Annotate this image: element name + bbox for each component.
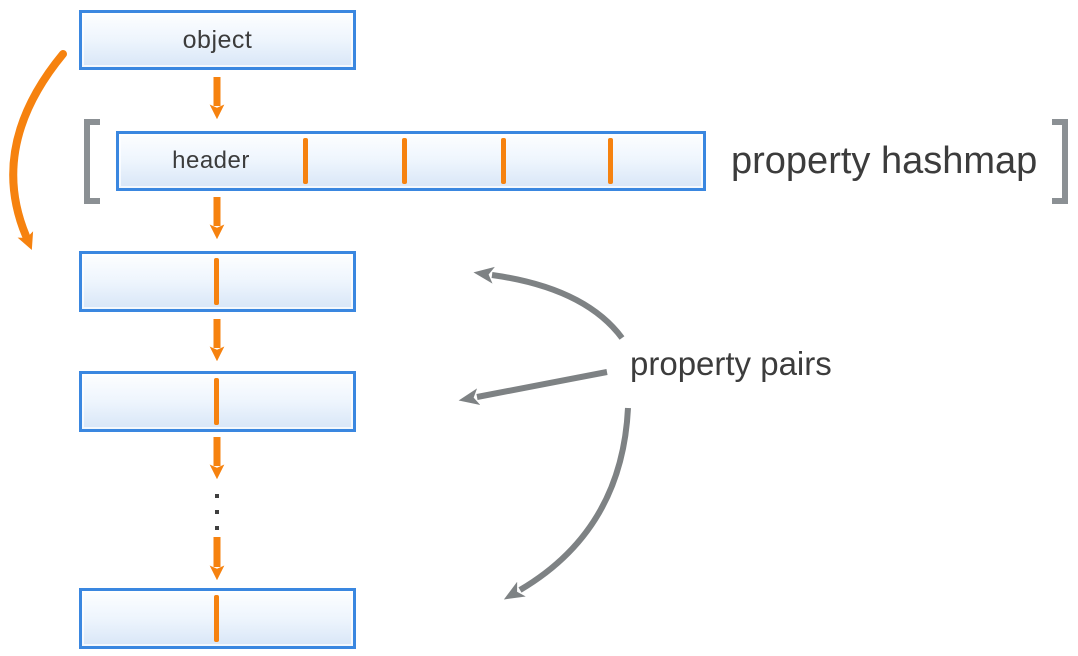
pairs-pointer-arrow-bottom	[503, 407, 631, 600]
pair-box-divider	[214, 258, 219, 305]
object-to-pairs-curved-arrow	[9, 50, 67, 250]
object-box: object	[79, 10, 356, 70]
property-pair-box	[79, 251, 356, 312]
hashmap-slot-divider	[303, 138, 308, 184]
hashmap-bracket-left	[84, 119, 100, 204]
pairs-pointer-arrow-top	[473, 266, 625, 340]
header-cell-label: header	[172, 147, 250, 174]
hashmap-caption: property hashmap	[731, 140, 1038, 182]
ellipsis-dots	[215, 494, 219, 530]
hashmap-bracket-right	[1052, 119, 1068, 204]
hashmap-slot-divider	[501, 138, 506, 184]
hashmap-slot-divider	[608, 138, 613, 184]
property-pair-box	[79, 588, 356, 649]
hashmap-header-box: header	[116, 131, 706, 191]
pair-box-divider	[214, 595, 219, 642]
hashmap-slot-divider	[402, 138, 407, 184]
property-pairs-caption: property pairs	[630, 345, 832, 382]
property-pair-box	[79, 371, 356, 432]
object-box-label: object	[182, 25, 253, 54]
pair-box-divider	[214, 378, 219, 425]
pairs-pointer-arrow-middle	[458, 369, 608, 406]
